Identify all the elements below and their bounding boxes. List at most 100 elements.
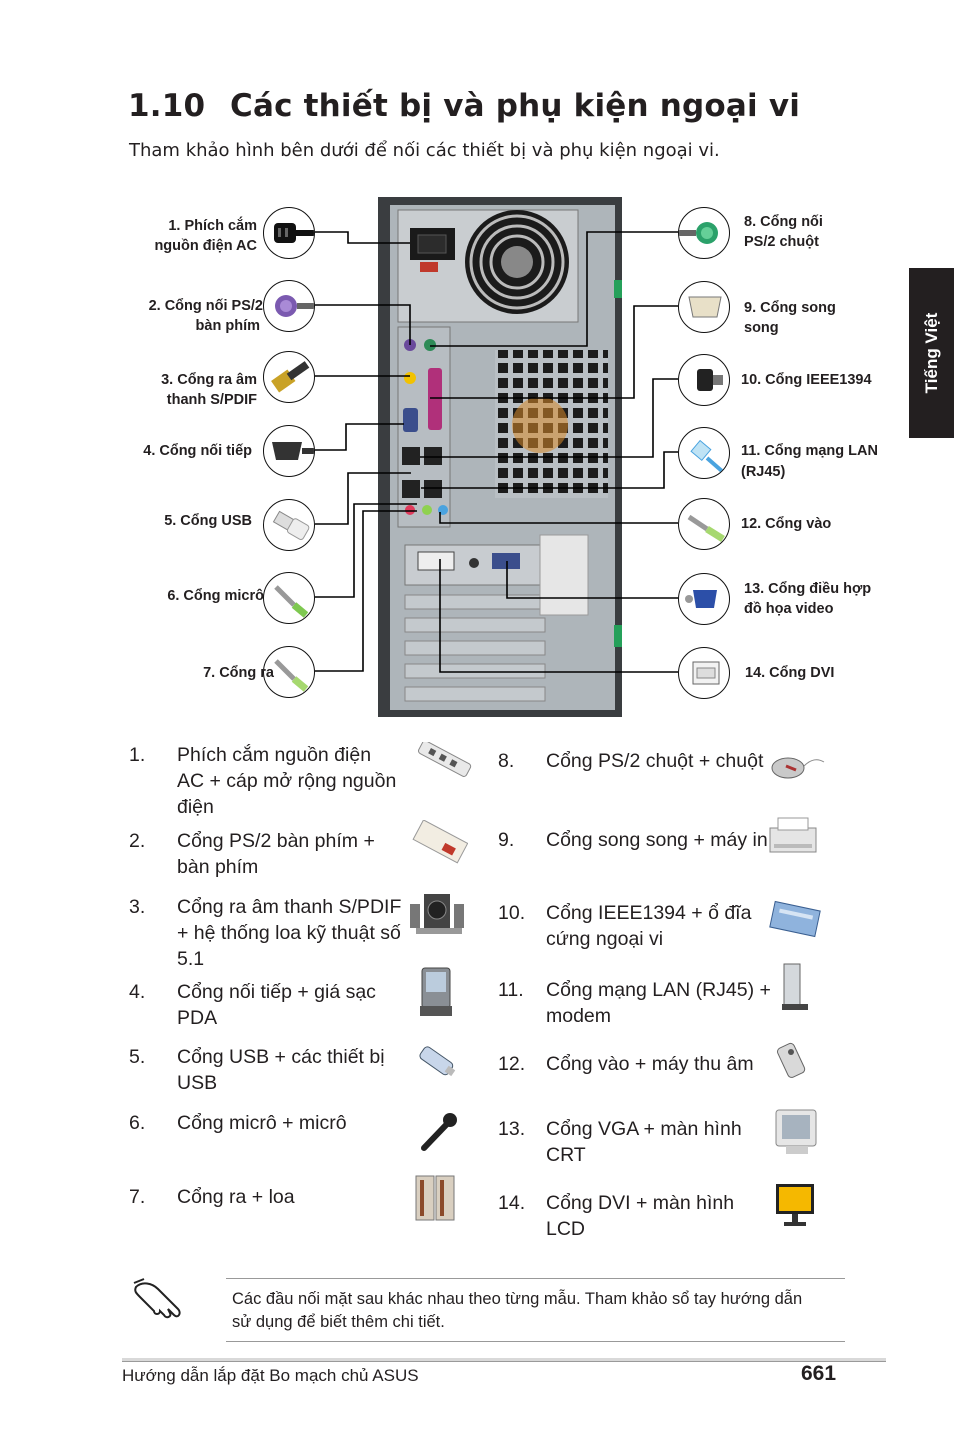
line-in-jack-icon — [678, 498, 730, 550]
item-text-line: Cổng IEEE1394 + ổ đĩa — [546, 902, 752, 924]
item-number: 11. — [498, 979, 524, 1001]
external-hdd-icon — [769, 900, 821, 938]
item-number: 2. — [129, 830, 146, 852]
note-line: sử dụng để biết thêm chi tiết. — [232, 1313, 445, 1331]
label-vga-line1: 13. Cổng điều hợp — [744, 581, 872, 597]
label-ps2-keyboard-line1: 2. Cổng nối PS/2 — [148, 298, 263, 314]
label-spdif-line1: 3. Cổng ra âm — [161, 372, 257, 388]
list-item: 11. Cổng mạng LAN (RJ45) + modem — [498, 977, 773, 1033]
vga-plug-icon — [678, 573, 730, 625]
list-item: 3. Cổng ra âm thanh S/PDIF + hệ thống loa… — [129, 894, 414, 974]
item-text-line: USB — [177, 1072, 218, 1094]
footer-rule-shadow — [122, 1361, 886, 1362]
microphone-icon — [421, 1113, 457, 1151]
mic-jack-icon — [263, 572, 315, 624]
item-number: 9. — [498, 829, 515, 851]
label-spdif-line2: thanh S/PDIF — [166, 392, 257, 408]
list-item: 2. Cổng PS/2 bàn phím + bàn phím — [129, 828, 409, 884]
item-text-line: bàn phím — [177, 856, 259, 878]
list-item: 6. Cổng micrô + micrô — [129, 1110, 409, 1140]
item-text-line: Cổng nối tiếp + giá sạc — [177, 981, 376, 1003]
intro-text: Tham khảo hình bên dưới để nối các thiết… — [129, 140, 720, 161]
list-item: 5. Cổng USB + các thiết bị USB — [129, 1044, 409, 1100]
serial-plug-icon — [263, 425, 315, 477]
item-text-line: Cổng micrô + micrô — [177, 1112, 347, 1134]
item-text-line: Cổng mạng LAN (RJ45) + — [546, 979, 771, 1001]
label-ps2-mouse-line1: 8. Cổng nối — [744, 214, 823, 230]
crt-monitor-icon — [775, 1109, 817, 1154]
item-text-line: Cổng VGA + màn hình — [546, 1118, 742, 1140]
item-text-line: modem — [546, 1005, 612, 1027]
item-text-line: Cổng USB + các thiết bị — [177, 1046, 385, 1068]
section-number: 1.10 — [128, 88, 206, 124]
note-text: Các đầu nối mặt sau khác nhau theo từng … — [232, 1288, 842, 1334]
item-number: 8. — [498, 750, 515, 772]
item-text-line: Cổng DVI + màn hình — [546, 1192, 735, 1214]
item-text-line: AC + cáp mở rộng nguồn — [177, 770, 397, 792]
ps2-mouse-plug-icon — [678, 207, 730, 259]
item-text-line: PDA — [177, 1007, 218, 1029]
language-tab: Tiếng Việt — [909, 268, 954, 438]
parallel-plug-icon — [678, 281, 730, 333]
item-number: 1. — [129, 744, 146, 766]
keyboard-icon — [412, 820, 468, 864]
item-number: 10. — [498, 902, 526, 924]
item-text-line: điện — [177, 796, 214, 818]
note-line: Các đầu nối mặt sau khác nhau theo từng … — [232, 1290, 803, 1308]
line-out-jack-icon — [263, 646, 315, 698]
item-text-line: Cổng song song + máy in — [546, 829, 768, 851]
item-text-line: 5.1 — [177, 948, 205, 970]
label-line-out: 7. Cổng ra — [203, 665, 274, 681]
label-ps2-keyboard-line2: bàn phím — [195, 318, 260, 334]
printer-icon — [769, 817, 817, 853]
list-item: 10. Cổng IEEE1394 + ổ đĩa cứng ngoại vi — [498, 900, 773, 956]
item-number: 3. — [129, 896, 146, 918]
note-divider-bottom — [226, 1341, 845, 1342]
item-text-line: LCD — [546, 1218, 586, 1240]
label-mic: 6. Cổng micrô — [167, 588, 264, 604]
dvi-plug-icon — [678, 647, 730, 699]
footer-rule — [122, 1358, 886, 1361]
spdif-plug-icon — [263, 351, 315, 403]
item-number: 12. — [498, 1053, 526, 1075]
modem-icon — [782, 963, 808, 1010]
item-text-line: Cổng PS/2 bàn phím + — [177, 830, 375, 852]
item-number: 5. — [129, 1046, 146, 1068]
power-strip-icon — [418, 742, 472, 777]
list-item: 12. Cổng vào + máy thu âm — [498, 1051, 773, 1081]
rear-panel-diagram — [315, 197, 678, 717]
usb-drive-icon — [419, 1046, 456, 1077]
item-text-line: cứng ngoại vi — [546, 928, 664, 950]
item-text-line: Phích cắm nguồn điện — [177, 744, 372, 766]
label-serial: 4. Cổng nối tiếp — [143, 443, 252, 459]
list-item: 8. Cổng PS/2 chuột + chuột — [498, 748, 773, 778]
ieee1394-plug-icon — [678, 354, 730, 406]
list-item: 7. Cổng ra + loa — [129, 1184, 409, 1214]
item-number: 4. — [129, 981, 146, 1003]
speaker-system-icon — [410, 894, 464, 934]
label-power-plug-line2: nguồn điện AC — [154, 238, 257, 254]
list-item: 1. Phích cắm nguồn điện AC + cáp mở rộng … — [129, 742, 409, 822]
item-text-line: Cổng ra + loa — [177, 1186, 295, 1208]
pda-cradle-icon — [420, 967, 452, 1016]
note-divider-top — [226, 1278, 845, 1279]
item-number: 6. — [129, 1112, 146, 1134]
list-item: 9. Cổng song song + máy in — [498, 827, 773, 857]
ps2-keyboard-plug-icon — [263, 280, 315, 332]
item-text-line: Cổng PS/2 chuột + chuột — [546, 750, 764, 772]
power-plug-icon — [263, 207, 315, 259]
label-power-plug-line1: 1. Phích cắm — [168, 218, 257, 234]
section-title: 1.10 Các thiết bị và phụ kiện ngoại vi — [128, 88, 800, 124]
label-line-in: 12. Cổng vào — [741, 516, 832, 532]
label-dvi: 14. Cổng DVI — [745, 665, 835, 681]
usb-plug-icon — [263, 499, 315, 551]
section-title-text: Các thiết bị và phụ kiện ngoại vi — [230, 88, 801, 124]
item-text-line: Cổng ra âm thanh S/PDIF — [177, 896, 402, 918]
item-text-line: + hệ thống loa kỹ thuật số — [177, 922, 401, 944]
mouse-icon — [771, 757, 825, 779]
rj45-plug-icon — [678, 427, 730, 479]
item-number: 7. — [129, 1186, 146, 1208]
lcd-monitor-icon — [776, 1184, 814, 1226]
